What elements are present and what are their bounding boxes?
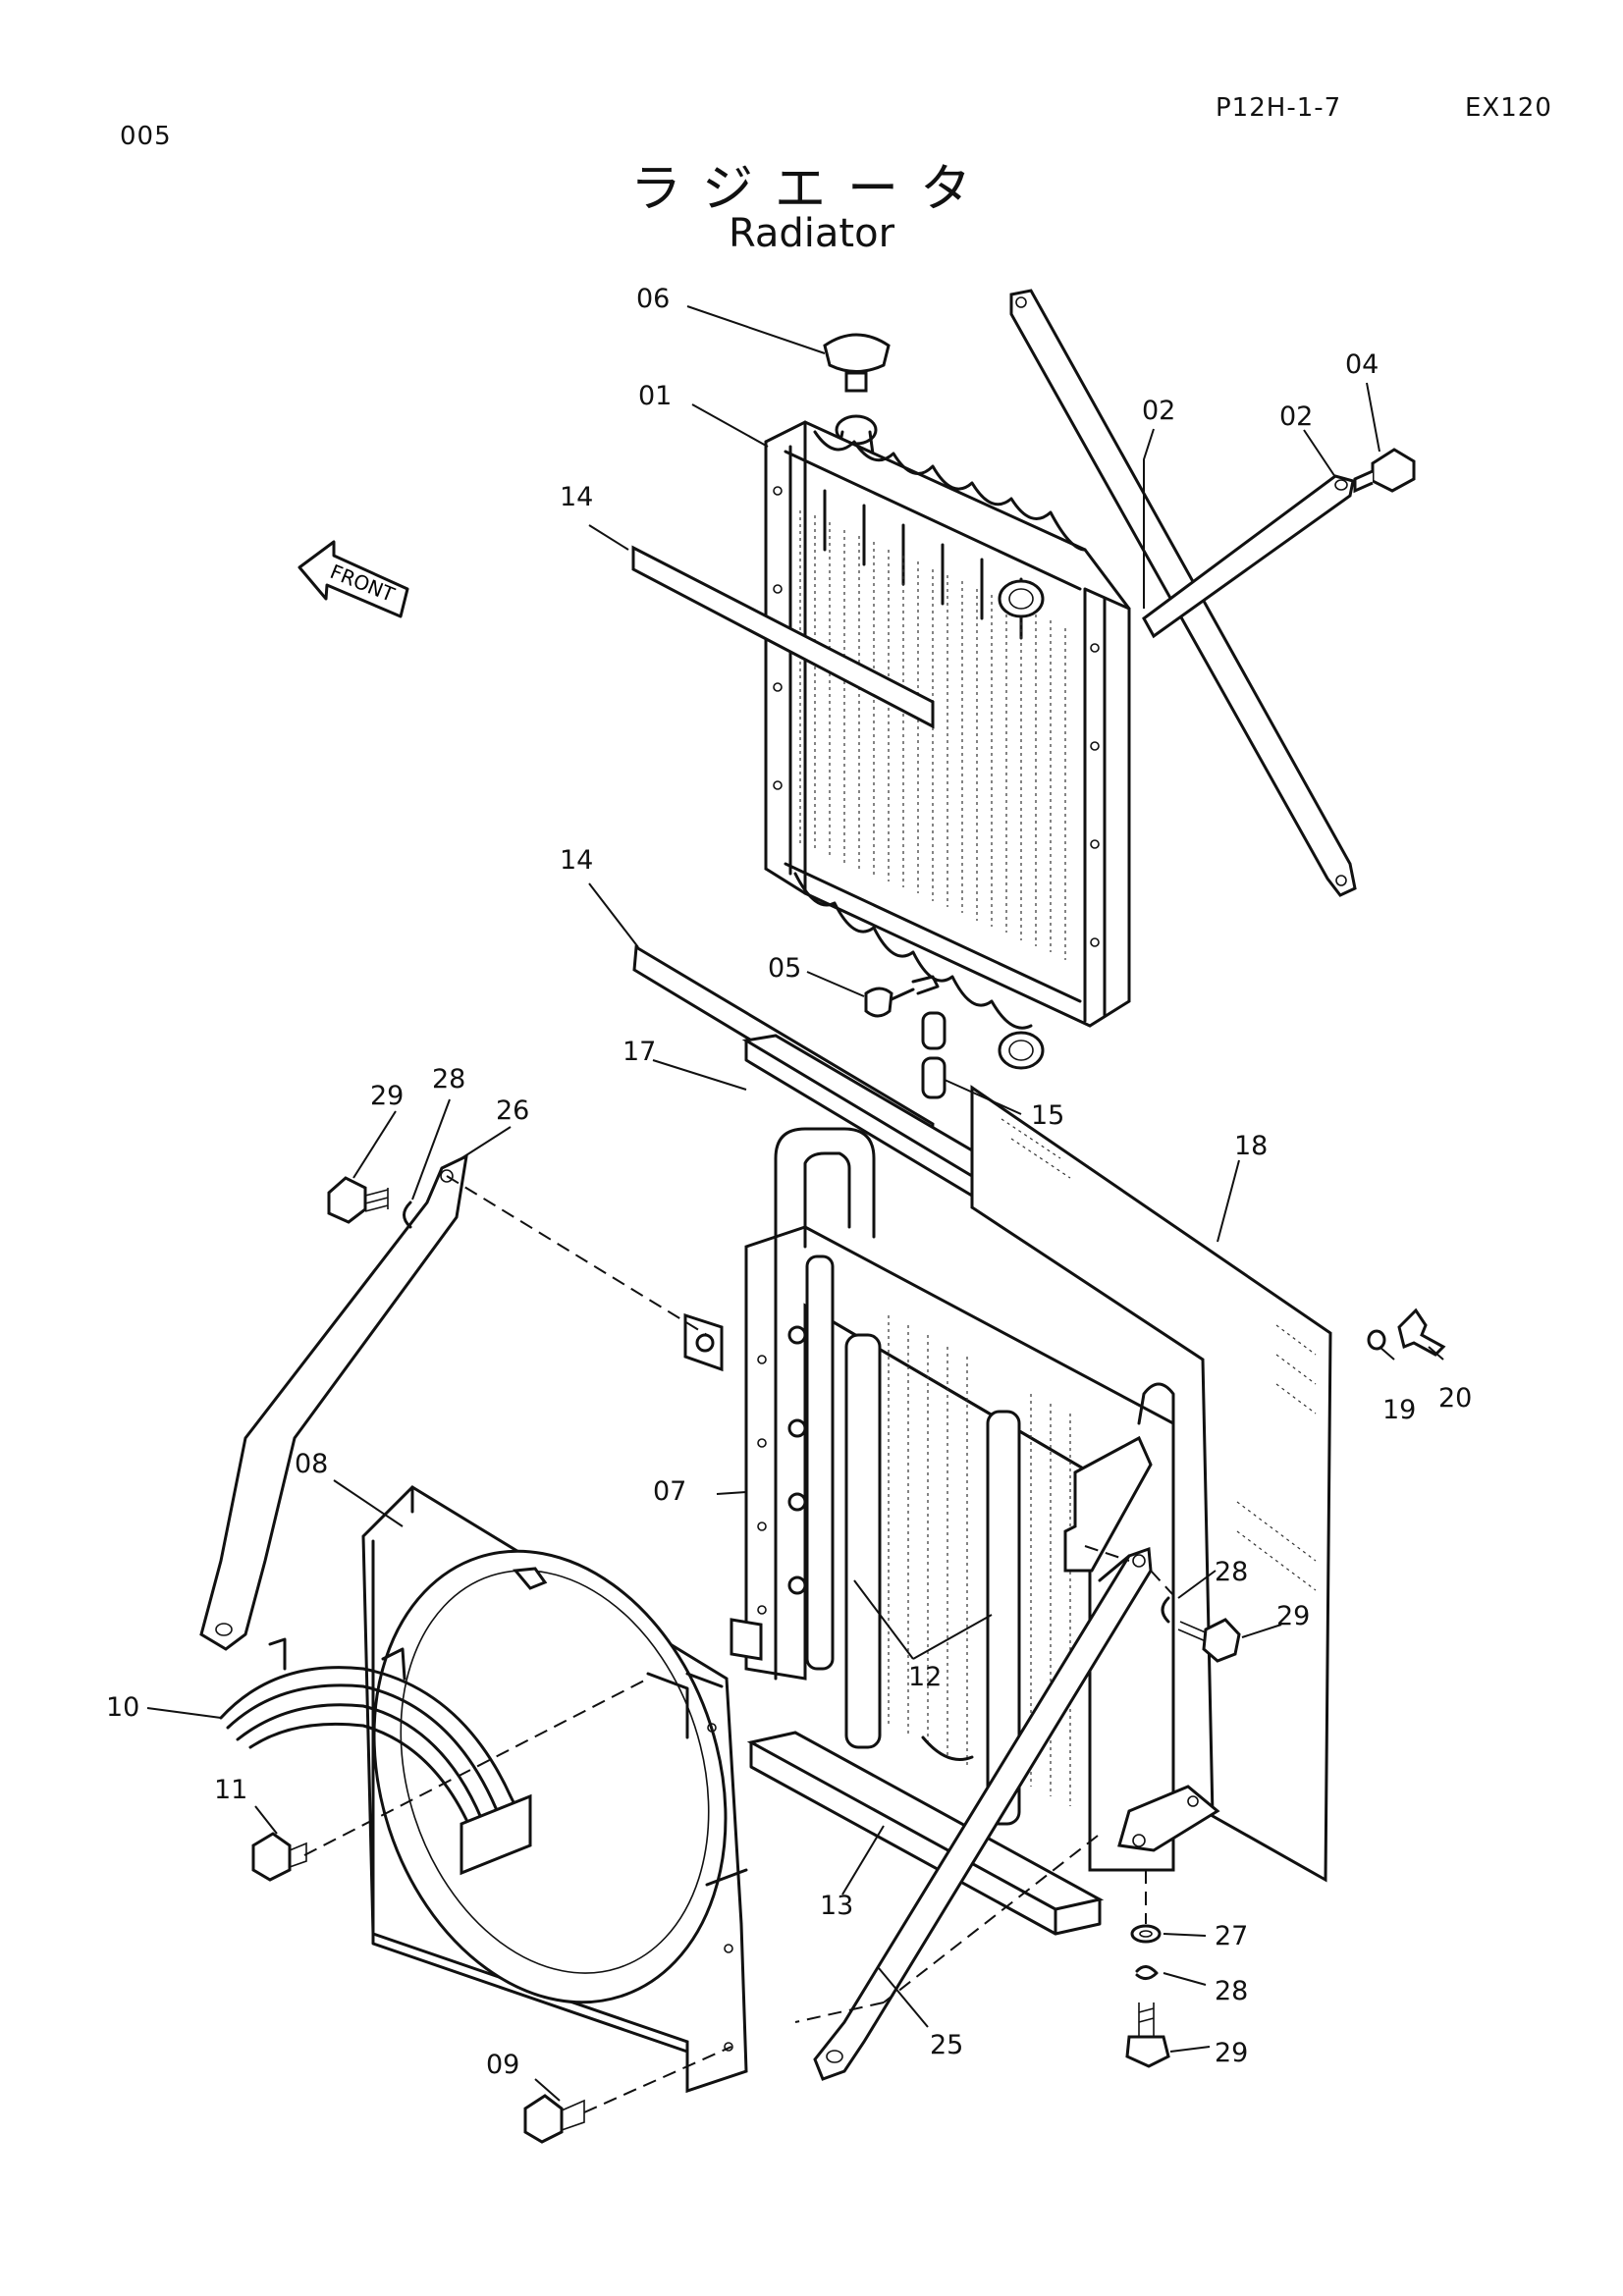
callout-14-lower: 14 <box>560 845 593 876</box>
callout-06: 06 <box>636 284 670 314</box>
bolt-29-upper-left <box>327 1176 389 1224</box>
callout-20: 20 <box>1438 1383 1472 1414</box>
callout-25: 25 <box>930 2030 963 2060</box>
callout-labels: 06 01 02 02 04 14 14 05 15 17 18 19 20 0… <box>106 284 1472 2080</box>
callout-29-upper-left: 29 <box>370 1081 404 1111</box>
title-japanese: ラジエータ <box>630 160 993 219</box>
page-code: 005 <box>120 122 172 151</box>
stay-short <box>1142 474 1355 639</box>
callout-29-right: 29 <box>1276 1601 1310 1631</box>
callout-02-long: 02 <box>1142 396 1175 426</box>
callout-18: 18 <box>1234 1131 1268 1161</box>
washer-27 <box>1130 1924 1162 1944</box>
radiator-core <box>764 420 1131 1070</box>
callout-07: 07 <box>653 1476 686 1507</box>
callout-15: 15 <box>1031 1100 1064 1131</box>
callout-09: 09 <box>486 2050 519 2080</box>
front-arrow: FRONT <box>298 540 409 618</box>
callout-08: 08 <box>295 1449 328 1479</box>
callout-28-right: 28 <box>1215 1557 1248 1587</box>
callout-10: 10 <box>106 1692 139 1723</box>
callout-28-upper-left: 28 <box>432 1064 465 1095</box>
callout-19: 19 <box>1382 1395 1416 1425</box>
bolt-29-right <box>1177 1618 1241 1663</box>
lock-washer-28-upper-left <box>403 1201 412 1229</box>
radiator-cap <box>823 333 891 463</box>
callout-26: 26 <box>496 1095 529 1126</box>
callout-12: 12 <box>908 1662 942 1692</box>
fan-shroud <box>361 1485 748 2094</box>
callout-28-lower: 28 <box>1215 1976 1248 2006</box>
callout-01: 01 <box>638 381 672 411</box>
figure-reference: P12H-1-7 <box>1216 93 1342 123</box>
title-english: Radiator <box>728 211 895 256</box>
bolt-09 <box>523 2094 585 2144</box>
lock-washer-28-right <box>1161 1596 1170 1624</box>
bolt-29-lower <box>1125 2002 1170 2068</box>
fan-guard <box>219 1637 532 1876</box>
leader-lines <box>146 305 1444 2102</box>
seal-upper <box>631 545 935 729</box>
guard-panel <box>970 1085 1332 1883</box>
wing-bolt-20 <box>1397 1308 1446 1357</box>
oil-cooler <box>683 1127 1220 1872</box>
lock-washer-28-lower <box>1135 1965 1159 1980</box>
washer-19 <box>1367 1329 1386 1351</box>
callout-13: 13 <box>820 1891 853 1921</box>
model-number: EX120 <box>1465 93 1552 123</box>
callout-05: 05 <box>768 953 801 984</box>
callout-02-short: 02 <box>1279 401 1313 432</box>
callout-14-upper: 14 <box>560 482 593 512</box>
assembly-lines <box>303 1175 1174 2113</box>
stay-left <box>199 1153 468 1651</box>
drain-cock <box>864 975 940 1018</box>
callout-04: 04 <box>1345 349 1379 380</box>
hose-15 <box>921 1011 947 1099</box>
bolt-11 <box>251 1832 307 1882</box>
callout-17: 17 <box>622 1037 656 1067</box>
callout-11: 11 <box>214 1775 247 1805</box>
callout-29-lower: 29 <box>1215 2038 1248 2068</box>
bolt-04 <box>1353 448 1416 494</box>
callout-27: 27 <box>1215 1921 1248 1951</box>
stay-front <box>813 1546 1153 2081</box>
